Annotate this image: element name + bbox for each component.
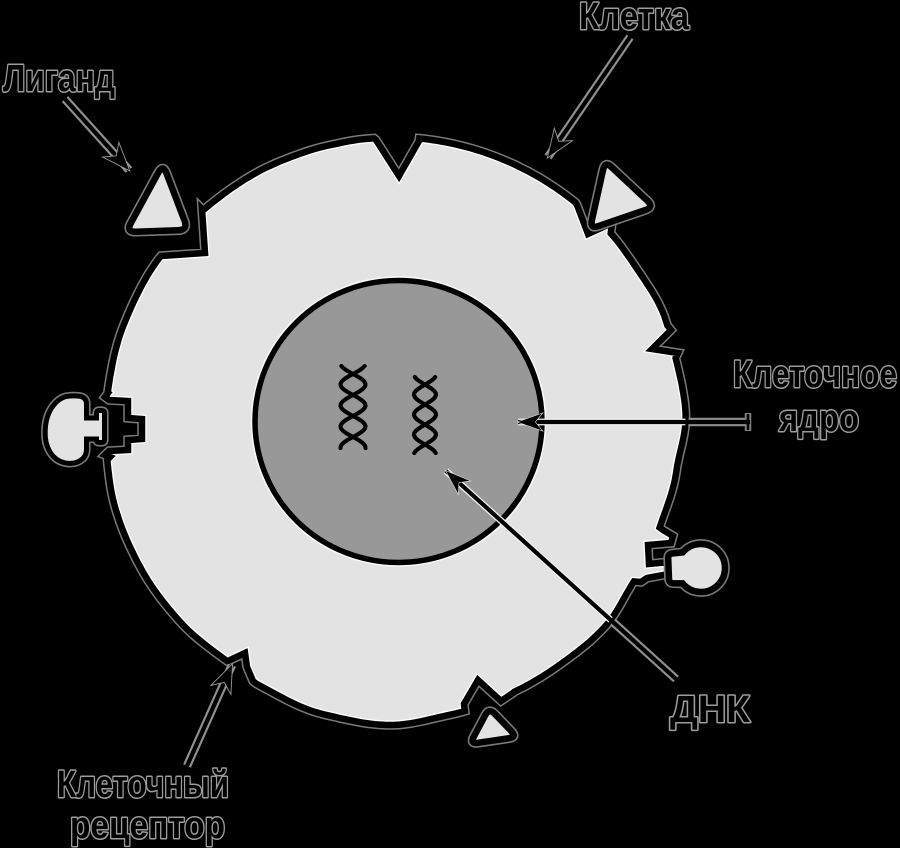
svg-text:Клеточный: Клеточный [57, 764, 229, 806]
svg-text:Лиганд: Лиганд [3, 58, 115, 100]
svg-text:Клетка: Клетка [579, 0, 690, 38]
svg-text:Клеточное: Клеточное [733, 354, 897, 396]
svg-text:рецептор: рецептор [70, 805, 225, 847]
svg-text:ДНК: ДНК [670, 689, 751, 731]
svg-text:ядро: ядро [778, 398, 859, 440]
